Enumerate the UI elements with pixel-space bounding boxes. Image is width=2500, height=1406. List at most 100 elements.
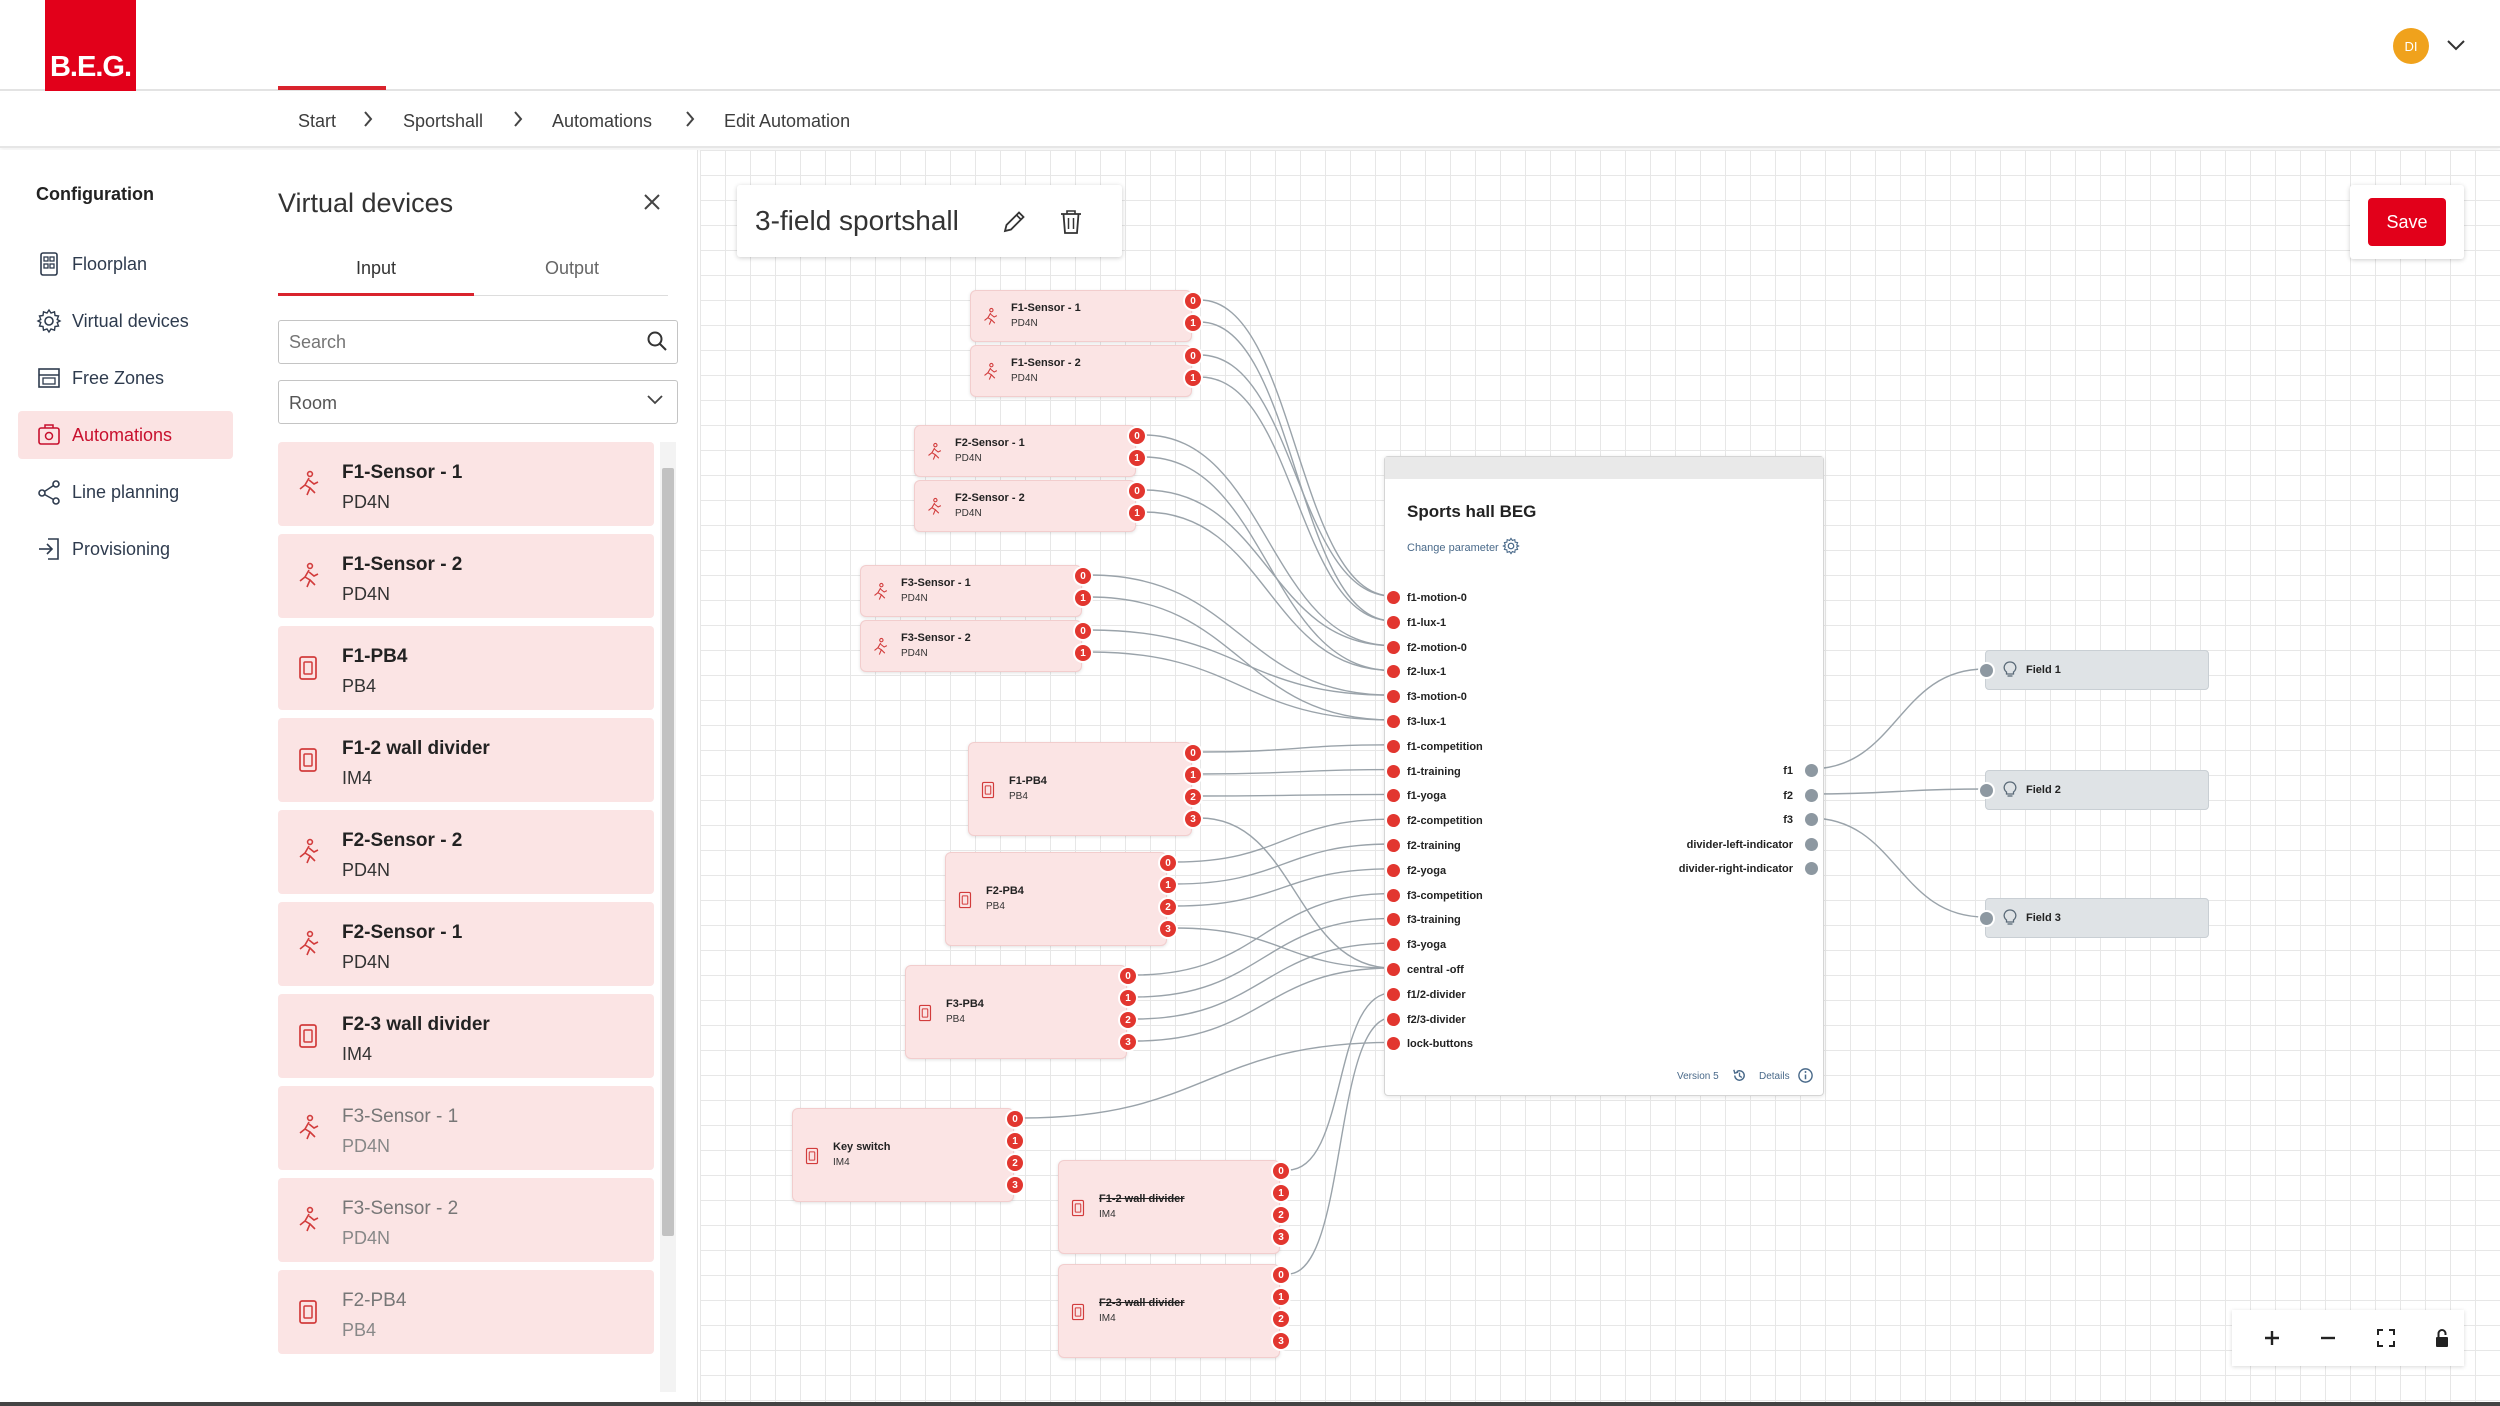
output-port[interactable]: 1 [1160,877,1176,893]
input-port[interactable] [1387,1037,1400,1051]
search-icon[interactable] [646,330,668,352]
breadcrumb-automations[interactable]: Automations [552,111,653,131]
pencil-icon[interactable] [999,207,1029,237]
output-port[interactable] [1805,862,1818,875]
input-port[interactable] [1387,764,1400,778]
output-port[interactable]: 1 [1120,990,1136,1006]
output-port[interactable]: 3 [1007,1177,1023,1193]
input-port[interactable] [1387,615,1400,629]
lock-icon[interactable] [2430,1326,2454,1350]
sidebar-item-floorplan[interactable]: Floorplan [18,240,233,288]
input-port[interactable] [1387,739,1400,753]
scrollbar-thumb[interactable] [662,468,674,1236]
output-port[interactable]: 3 [1120,1034,1136,1050]
breadcrumb-sportshall[interactable]: Sportshall [403,111,484,131]
output-port[interactable]: 0 [1185,293,1201,309]
gear-icon[interactable] [1502,537,1520,555]
zoom-in-icon[interactable] [2260,1326,2284,1350]
sidebar-item-line-planning[interactable]: Line planning [18,468,233,516]
sports-hall-node[interactable]: Sports hall BEG Change parameter f1-moti… [1384,456,1824,1096]
node-header-bar[interactable] [1385,457,1823,479]
input-port[interactable] [1387,640,1400,654]
output-port[interactable]: 1 [1075,645,1091,661]
output-port[interactable]: 1 [1185,767,1201,783]
output-port[interactable] [1805,838,1818,851]
output-port[interactable]: 0 [1075,568,1091,584]
tab-input[interactable]: Input [355,258,397,278]
output-port[interactable] [1805,764,1818,777]
trash-icon[interactable] [1057,207,1085,237]
output-port[interactable]: 2 [1273,1207,1289,1223]
info-icon[interactable] [1797,1067,1814,1084]
output-port[interactable]: 1 [1273,1289,1289,1305]
output-port[interactable]: 3 [1273,1229,1289,1245]
sidebar-item-free-zones[interactable]: Free Zones [18,354,233,402]
room-select[interactable]: Room [278,380,678,424]
output-port[interactable]: 1 [1007,1133,1023,1149]
output-port[interactable]: 0 [1160,855,1176,871]
output-port[interactable]: 1 [1273,1185,1289,1201]
output-port[interactable]: 2 [1273,1311,1289,1327]
input-port[interactable] [1387,1012,1400,1026]
sidebar-item-virtual-devices[interactable]: Virtual devices [18,297,233,345]
input-port[interactable] [1387,839,1400,852]
input-port[interactable] [1387,789,1400,803]
input-port[interactable] [1387,888,1400,902]
input-port[interactable] [1980,664,1993,677]
output-port[interactable]: 1 [1129,505,1145,521]
input-port[interactable] [1387,591,1400,604]
output-port[interactable]: 2 [1160,899,1176,915]
breadcrumb-start[interactable]: Start [298,111,337,131]
output-port[interactable]: 0 [1273,1163,1289,1179]
history-icon[interactable] [1731,1067,1748,1084]
input-port[interactable] [1387,987,1400,1001]
input-port[interactable] [1387,690,1400,704]
sidebar-item-provisioning[interactable]: Provisioning [18,525,233,573]
input-port[interactable] [1980,784,1993,797]
input-port[interactable] [1387,715,1400,728]
field-node[interactable]: Field 1 [1980,650,2209,690]
change-parameter-link[interactable]: Change parameter [1407,542,1499,554]
output-port[interactable]: 0 [1273,1267,1289,1283]
output-port[interactable]: 0 [1120,968,1136,984]
output-port[interactable] [1805,789,1818,802]
input-port[interactable] [1980,912,1993,925]
input-port[interactable] [1387,665,1400,679]
zoom-out-icon[interactable] [2316,1326,2340,1350]
output-port[interactable]: 2 [1120,1012,1136,1028]
output-port[interactable]: 1 [1185,315,1201,331]
beg-logo[interactable]: B.E.G. [45,0,136,91]
chevron-down-icon[interactable] [2446,38,2466,52]
output-port[interactable]: 0 [1007,1111,1023,1127]
output-port[interactable]: 2 [1007,1155,1023,1171]
output-port[interactable]: 3 [1160,921,1176,937]
output-port[interactable]: 0 [1185,348,1201,364]
output-port[interactable]: 0 [1185,745,1201,761]
details-link[interactable]: Details [1759,1071,1790,1082]
output-port[interactable]: 1 [1075,590,1091,606]
input-port[interactable] [1387,913,1400,927]
field-node[interactable]: Field 2 [1980,770,2209,810]
output-port[interactable]: 0 [1075,623,1091,639]
output-port[interactable]: 1 [1129,450,1145,466]
